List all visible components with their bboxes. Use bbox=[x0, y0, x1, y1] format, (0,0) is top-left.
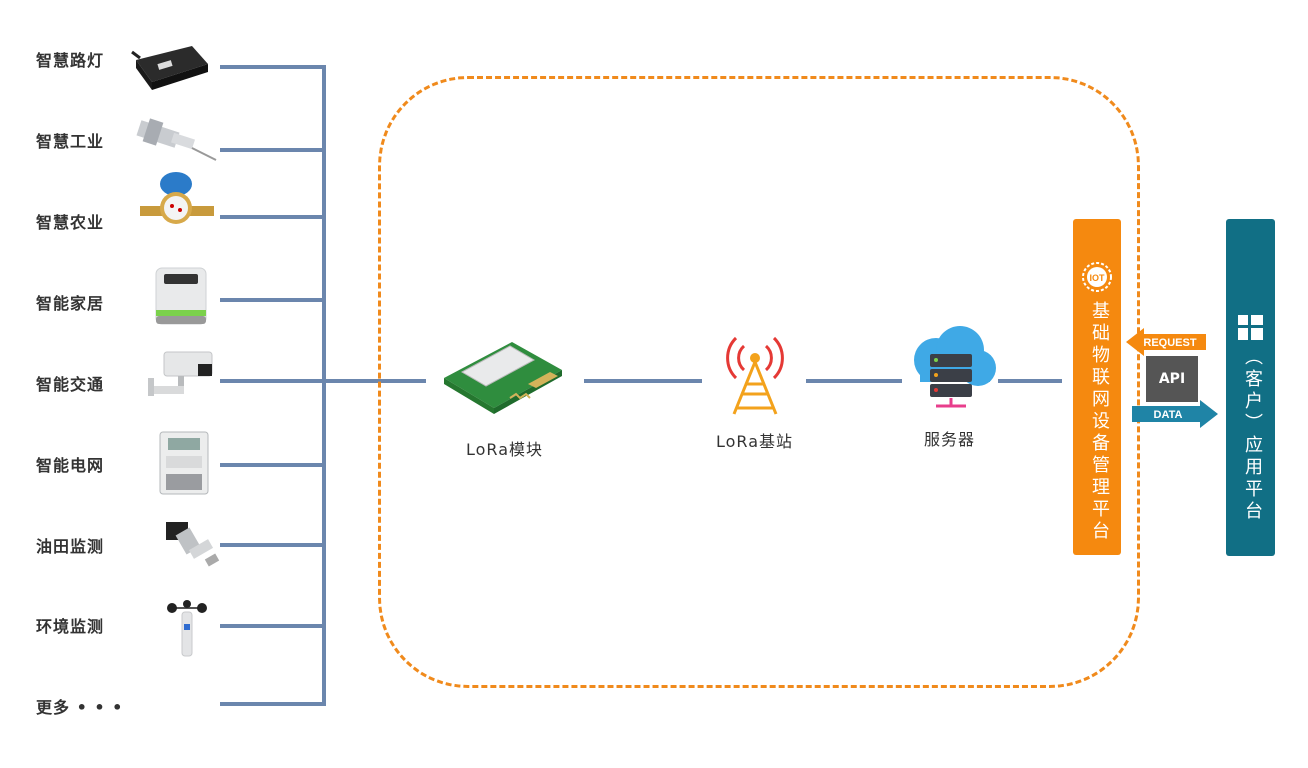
device-label-environment: 环境监测 bbox=[36, 617, 105, 636]
connector-environment bbox=[220, 624, 326, 628]
request-label: REQUEST bbox=[1143, 337, 1196, 349]
windows-grid-icon bbox=[1238, 315, 1263, 340]
connector-trunk bbox=[322, 65, 326, 706]
app-platform-label: （客户）应用平台 bbox=[1242, 347, 1263, 523]
iot-platform-label: 基础物联网设备管理平台 bbox=[1089, 301, 1110, 543]
app-platform-panel: （客户）应用平台 bbox=[1226, 219, 1275, 556]
server-label: 服务器 bbox=[924, 430, 976, 449]
traffic-camera-icon bbox=[148, 351, 213, 396]
connector-server-iot bbox=[998, 379, 1062, 383]
connector-grid bbox=[220, 463, 326, 467]
water-meter-icon bbox=[140, 172, 214, 224]
street-light-controller-icon bbox=[131, 46, 208, 90]
device-label-industry: 智慧工业 bbox=[36, 132, 105, 151]
api-arrows: REQUEST DATA bbox=[1126, 328, 1218, 428]
data-label: DATA bbox=[1154, 409, 1183, 421]
server-cloud-icon bbox=[914, 326, 996, 408]
iot-platform-panel: IOT 基础物联网设备管理平台 bbox=[1073, 219, 1121, 555]
device-label-grid: 智能电网 bbox=[36, 456, 105, 475]
anemometer-icon bbox=[167, 600, 207, 657]
connector-oilfield bbox=[220, 543, 326, 547]
device-label-more: 更多 • • • bbox=[36, 698, 124, 717]
pressure-transmitter-icon bbox=[166, 522, 220, 567]
device-label-home: 智能家居 bbox=[36, 294, 105, 313]
svg-text:IOT: IOT bbox=[1090, 273, 1106, 283]
industrial-sensor-icon bbox=[136, 118, 217, 161]
device-label-oilfield: 油田监测 bbox=[36, 537, 105, 556]
device-label-traffic: 智能交通 bbox=[36, 375, 105, 394]
iot-logo-icon: IOT bbox=[1082, 262, 1112, 292]
lora-gateway-label: LoRa基站 bbox=[716, 432, 793, 451]
connector-home bbox=[220, 298, 326, 302]
api-box: API bbox=[1146, 356, 1198, 402]
device-label-agriculture: 智慧农业 bbox=[36, 213, 105, 232]
electric-meter-icon bbox=[159, 431, 209, 495]
data-arrow bbox=[1132, 400, 1218, 428]
lora-gateway-icon bbox=[726, 336, 784, 415]
connector-agriculture bbox=[220, 215, 326, 219]
lora-module-icon bbox=[444, 342, 562, 414]
connector-more bbox=[220, 702, 326, 706]
smart-home-device-icon bbox=[155, 267, 207, 325]
device-label-street-light: 智慧路灯 bbox=[36, 51, 105, 70]
network-boundary bbox=[378, 76, 1140, 688]
connector-gateway-server bbox=[806, 379, 902, 383]
lora-module-label: LoRa模块 bbox=[466, 440, 543, 459]
request-arrow bbox=[1126, 328, 1206, 356]
connector-street-light bbox=[220, 65, 326, 69]
connector-industry bbox=[220, 148, 326, 152]
connector-module-gateway bbox=[584, 379, 702, 383]
